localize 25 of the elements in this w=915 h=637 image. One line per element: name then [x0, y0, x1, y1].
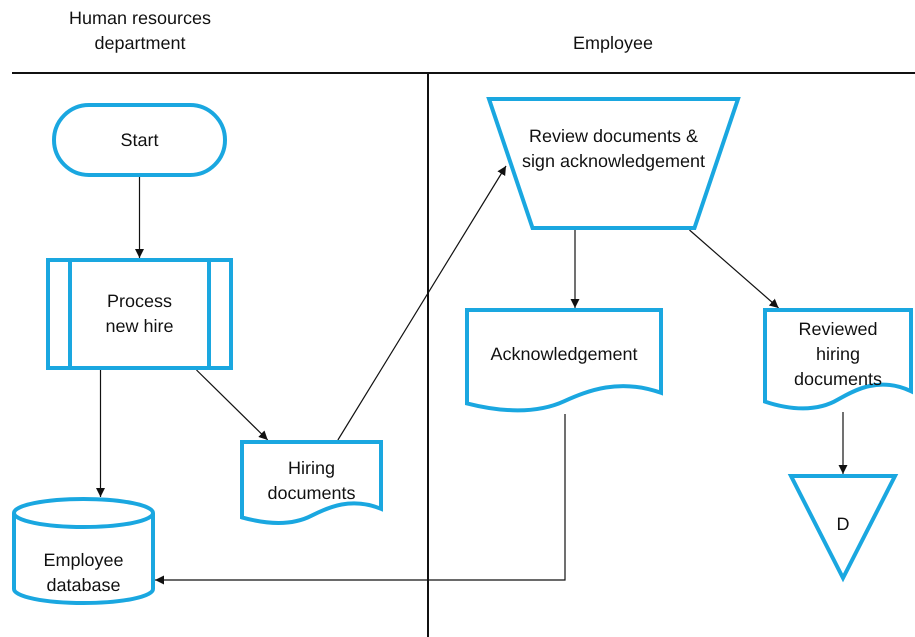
- arrow: [570, 230, 580, 308]
- node-label: Reviewed hiring documents: [792, 318, 884, 390]
- node-label: Start: [120, 128, 158, 152]
- arrow: [689, 230, 779, 308]
- node-label: Review documents & sign acknowledgement: [521, 125, 706, 173]
- arrow: [196, 370, 268, 440]
- node-label: Employee database: [42, 549, 125, 597]
- arrow: [337, 166, 507, 440]
- predefined-process-box: [46, 258, 233, 370]
- document-shape: [240, 440, 383, 526]
- node-label: Acknowledgement: [490, 342, 638, 366]
- document-shape: [763, 308, 913, 412]
- document-shape: [465, 308, 663, 414]
- node-label: D: [836, 512, 850, 536]
- arrow: [155, 414, 566, 584]
- arrow: [838, 412, 848, 474]
- database-cylinder: [12, 497, 155, 605]
- node-label: Hiring documents: [266, 457, 357, 505]
- storage-triangle: [789, 474, 897, 580]
- arrow: [96, 370, 105, 497]
- node-label: Process new hire: [104, 290, 175, 338]
- arrow: [135, 177, 144, 258]
- lane-heading: Human resources department: [68, 7, 212, 55]
- lane-heading: Employee: [572, 32, 654, 55]
- manual-operation-trapezoid: [487, 97, 740, 230]
